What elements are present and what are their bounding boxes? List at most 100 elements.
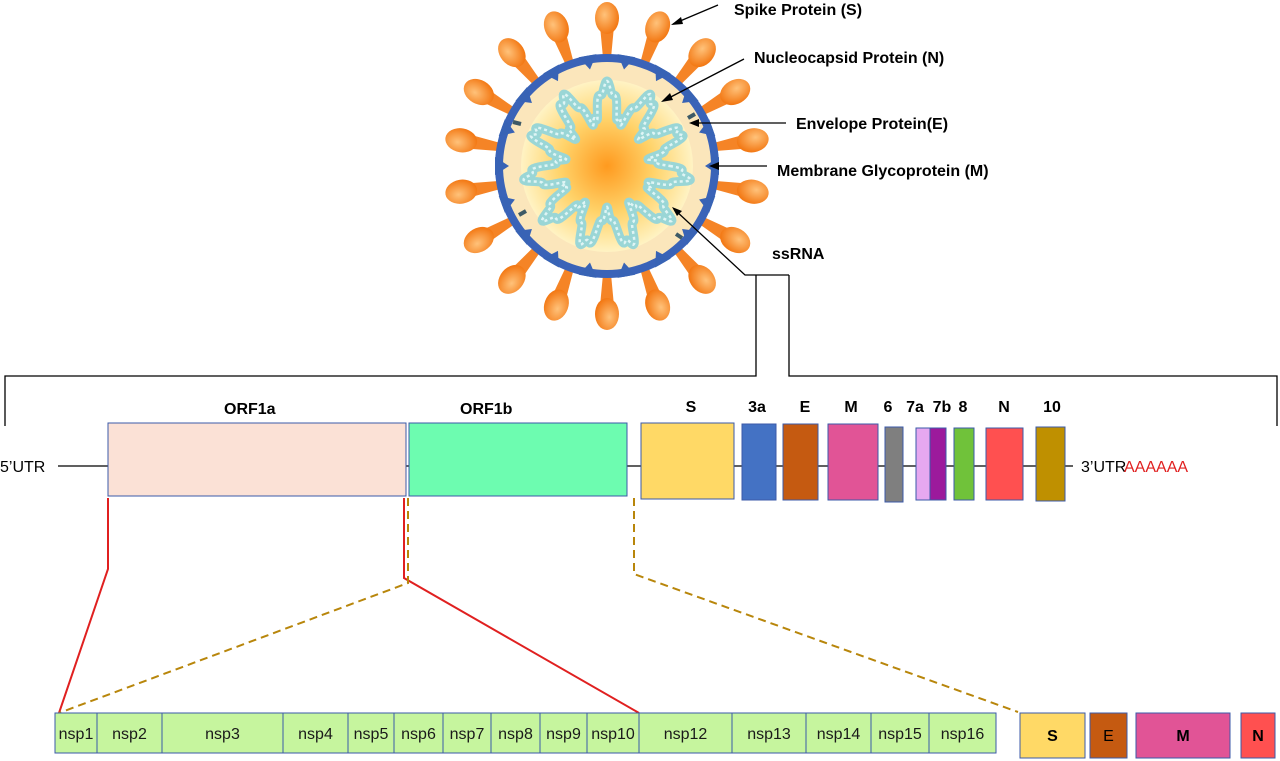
envelope-protein-markers <box>512 112 696 240</box>
nucleocapsid-protein-label: Nucleocapsid Protein (N) <box>754 50 944 67</box>
spike-icon <box>445 128 502 153</box>
structural-label-E: E <box>1103 728 1114 745</box>
envelope-protein-label: Envelope Protein(E) <box>796 116 948 133</box>
nsp-label-nsp3: nsp3 <box>205 726 240 743</box>
nsp-label-nsp10: nsp10 <box>591 726 635 743</box>
nsp-label-nsp15: nsp15 <box>878 726 922 743</box>
spike-icon <box>640 11 671 66</box>
structural-label-S: S <box>1047 728 1058 745</box>
nsp-label-nsp14: nsp14 <box>817 726 861 743</box>
virus-particle <box>445 2 769 330</box>
gene-box-3a <box>741 423 777 501</box>
spike-icon <box>595 2 619 58</box>
membrane-glycoprotein-icon <box>682 228 699 245</box>
nsp-label-nsp6: nsp6 <box>401 726 436 743</box>
gene-label-7b: 7b <box>933 399 952 416</box>
gene-box-10 <box>1035 426 1066 502</box>
nsp-label-nsp1: nsp1 <box>59 726 94 743</box>
membrane-glycoprotein-markers <box>495 54 719 278</box>
gene-box-8 <box>953 427 975 501</box>
nsp-box-nsp16 <box>928 712 997 754</box>
membrane-glycoprotein-icon <box>498 119 515 137</box>
genome-bracket <box>4 275 1278 426</box>
spike-icon <box>498 246 541 294</box>
nsp-label-nsp8: nsp8 <box>498 726 533 743</box>
orf1a-box <box>107 422 407 497</box>
nsp-box-nsp6 <box>393 712 444 754</box>
spike-icon <box>463 216 516 254</box>
nsp-box-nsp10 <box>586 712 640 754</box>
membrane-glycoprotein-icon <box>655 64 671 82</box>
membrane-glycoprotein-icon <box>498 195 515 213</box>
structural-box-S <box>1019 712 1086 759</box>
nsp-box-nsp12 <box>638 712 733 754</box>
gene-label-N: N <box>998 399 1010 416</box>
spike-icon <box>498 38 541 86</box>
nsp-box-nsp7 <box>442 712 492 754</box>
spike-icon <box>543 266 574 321</box>
nsp-box-nsp8 <box>490 712 541 754</box>
expansion-connectors <box>58 498 1019 714</box>
spike-icon <box>595 274 619 330</box>
membrane-glycoprotein-icon <box>655 250 671 268</box>
nsp-label-nsp7: nsp7 <box>450 726 485 743</box>
spike-icon <box>543 11 574 66</box>
spike-icon <box>673 246 716 294</box>
structural-label-N: N <box>1252 728 1264 745</box>
orf1a-label: ORF1a <box>224 401 276 418</box>
membrane-glycoprotein-icon <box>682 87 699 104</box>
structural-box-E <box>1089 712 1128 759</box>
nsp-label-nsp5: nsp5 <box>354 726 389 743</box>
nsp-box-nsp2 <box>96 712 163 754</box>
nsp-box-nsp15 <box>870 712 930 754</box>
polya-tail: AAAAAA <box>1124 459 1188 476</box>
utr5-label: 5’UTR <box>0 459 45 476</box>
spike-icon <box>698 216 751 254</box>
membrane-glycoprotein-icon <box>543 250 559 268</box>
nsp-label-nsp12: nsp12 <box>664 726 708 743</box>
gene-label-M: M <box>844 399 857 416</box>
spike-icon <box>673 38 716 86</box>
nsp-box-nsp5 <box>347 712 395 754</box>
membrane-glycoprotein-icon <box>699 119 716 137</box>
membrane-glycoprotein-icon <box>515 87 532 104</box>
nsp-box-nsp13 <box>731 712 807 754</box>
spike-protein-label: Spike Protein (S) <box>734 2 862 19</box>
membrane-glycoprotein-icon <box>543 64 559 82</box>
membrane-glycoprotein-icon <box>617 54 636 70</box>
gene-box-E <box>782 423 819 501</box>
orf1b-label: ORF1b <box>460 401 513 418</box>
structural-box-M <box>1135 712 1231 759</box>
membrane-glycoprotein-icon <box>578 262 597 278</box>
virus-annotations <box>661 4 789 276</box>
gene-box-7b <box>929 427 947 501</box>
utr3-label: 3’UTR <box>1081 459 1126 476</box>
membrane-glycoprotein-icon <box>699 195 716 213</box>
orf1b-box <box>408 422 628 497</box>
spike-icon <box>445 179 502 204</box>
gene-label-E: E <box>800 399 811 416</box>
gene-label-S: S <box>686 399 697 416</box>
gene-label-3a: 3a <box>748 399 766 416</box>
ssrna-label: ssRNA <box>772 246 825 263</box>
spike-icon <box>712 128 769 153</box>
membrane-glycoprotein-label: Membrane Glycoprotein (M) <box>777 163 989 180</box>
gene-label-10: 10 <box>1043 399 1061 416</box>
gene-box-N <box>985 427 1024 501</box>
gene-box-7a <box>915 427 931 501</box>
nsp-label-nsp9: nsp9 <box>546 726 581 743</box>
spike-proteins <box>445 2 769 330</box>
structural-box-N <box>1240 712 1276 759</box>
nucleocapsid-ssrna-coil-detail <box>522 79 692 247</box>
nsp-box-nsp14 <box>805 712 872 754</box>
gene-box-M <box>827 423 879 501</box>
gene-label-8: 8 <box>959 399 968 416</box>
membrane-glycoprotein-icon <box>578 54 597 70</box>
gene-box-6 <box>884 426 904 503</box>
structural-label-M: M <box>1176 728 1189 745</box>
